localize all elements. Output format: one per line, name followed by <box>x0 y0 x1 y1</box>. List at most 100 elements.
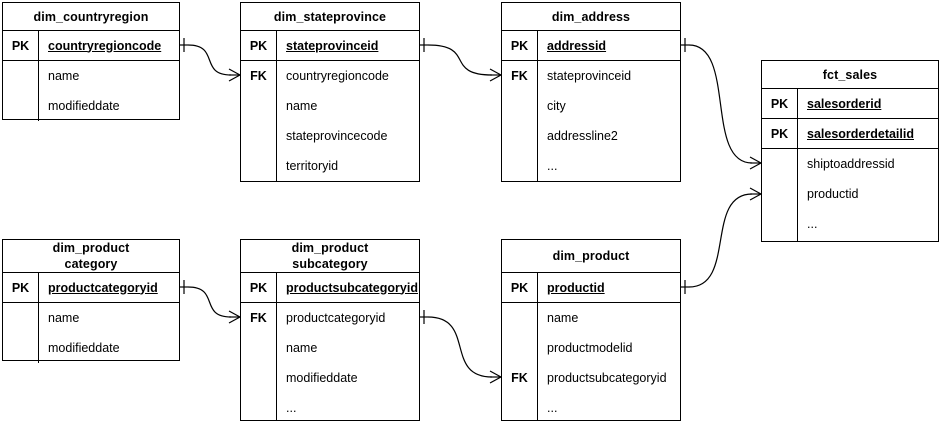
attribute-name: name <box>48 311 80 325</box>
relationship-curve <box>187 44 232 76</box>
attribute-row[interactable]: PK salesorderdetailid <box>762 119 938 149</box>
attribute-row[interactable]: territoryid <box>241 151 419 181</box>
attribute-row[interactable]: addressline2 <box>502 121 680 151</box>
attribute-row[interactable]: productid <box>762 179 938 209</box>
attribute-key-none <box>502 151 538 181</box>
attribute-key-pk: PK <box>762 119 798 148</box>
attribute-row[interactable]: name <box>502 303 680 333</box>
attribute-key-none <box>762 149 798 179</box>
attribute-key-pk: PK <box>241 273 277 302</box>
attribute-name: productid <box>547 280 605 295</box>
attribute-row[interactable]: city <box>502 91 680 121</box>
attribute-row[interactable]: ... <box>502 393 680 421</box>
attribute-key-pk: PK <box>3 31 39 60</box>
attribute-row[interactable]: name <box>3 61 179 91</box>
attribute-name: addressid <box>547 38 607 53</box>
crow-foot-prong <box>228 310 241 318</box>
attribute-row[interactable]: modifieddate <box>3 333 179 363</box>
attribute-key-none <box>241 121 277 151</box>
attribute-row[interactable]: modifieddate <box>241 363 419 393</box>
attribute-row[interactable]: stateprovincecode <box>241 121 419 151</box>
relationship-rel-subcategory-product <box>420 310 502 384</box>
attribute-name: stateprovincecode <box>286 129 388 143</box>
attribute-key-none <box>502 393 538 421</box>
relationship-curve <box>427 44 493 76</box>
attribute-row[interactable]: ... <box>762 209 938 239</box>
attribute-name: city <box>547 99 566 113</box>
attribute-key-pk: PK <box>502 31 538 60</box>
crow-foot-prong <box>489 370 502 378</box>
attribute-name: territoryid <box>286 159 339 173</box>
attribute-key-none <box>241 91 277 121</box>
relationship-rel-stateprovince-address <box>420 38 502 82</box>
crow-foot-prong <box>749 156 762 164</box>
attribute-key-pk: PK <box>3 273 39 302</box>
entity-title-dim_stateprovince: dim_stateprovince <box>241 3 419 31</box>
attribute-name: ... <box>286 401 297 415</box>
attribute-name: productmodelid <box>547 341 633 355</box>
crow-foot-prong <box>228 316 241 324</box>
attribute-row[interactable]: name <box>3 303 179 333</box>
entity-title-dim_product: dim_product <box>502 240 680 273</box>
key-column-divider <box>38 272 39 361</box>
attribute-key-none <box>3 333 39 363</box>
relationship-rel-address-fctsales <box>681 38 762 170</box>
attribute-row[interactable]: PK addressid <box>502 31 680 61</box>
key-column-divider <box>276 272 277 421</box>
attribute-name: addressline2 <box>547 129 618 143</box>
key-column-divider <box>38 30 39 120</box>
key-column-divider <box>537 30 538 182</box>
attribute-row[interactable]: productmodelid <box>502 333 680 363</box>
attribute-row[interactable]: ... <box>241 393 419 421</box>
attribute-key-pk: PK <box>502 273 538 302</box>
entity-title-line: dim_address <box>551 9 631 24</box>
attribute-name: modifieddate <box>286 371 358 385</box>
entity-title-line: dim_product <box>552 249 630 263</box>
attribute-row[interactable]: shiptoaddressid <box>762 149 938 179</box>
attribute-key-none <box>241 151 277 181</box>
attribute-name: ... <box>547 401 558 415</box>
attribute-row[interactable]: ... <box>502 151 680 181</box>
attribute-row[interactable]: name <box>241 91 419 121</box>
attribute-row[interactable]: PK productid <box>502 273 680 303</box>
attribute-key-none <box>3 61 39 91</box>
entity-title-dim_address: dim_address <box>502 3 680 31</box>
attribute-row[interactable]: modifieddate <box>3 91 179 121</box>
key-column-divider <box>276 30 277 182</box>
entity-title-line: dim_countryregion <box>33 9 149 24</box>
attribute-key-none <box>241 393 277 421</box>
crow-foot-prong <box>228 74 241 82</box>
crow-foot-prong <box>228 68 241 76</box>
crow-foot-prong <box>749 162 762 170</box>
attribute-key-none <box>241 363 277 393</box>
attribute-key-fk: FK <box>502 363 538 393</box>
attribute-name: ... <box>807 217 818 231</box>
attribute-name: salesorderid <box>807 96 882 111</box>
attribute-name: salesorderdetailid <box>807 126 914 141</box>
attribute-name: name <box>286 99 318 113</box>
attribute-key-none <box>241 333 277 363</box>
attribute-row[interactable]: name <box>241 333 419 363</box>
attribute-key-none <box>502 303 538 333</box>
attribute-name: modifieddate <box>48 341 120 355</box>
attribute-key-pk: PK <box>241 31 277 60</box>
